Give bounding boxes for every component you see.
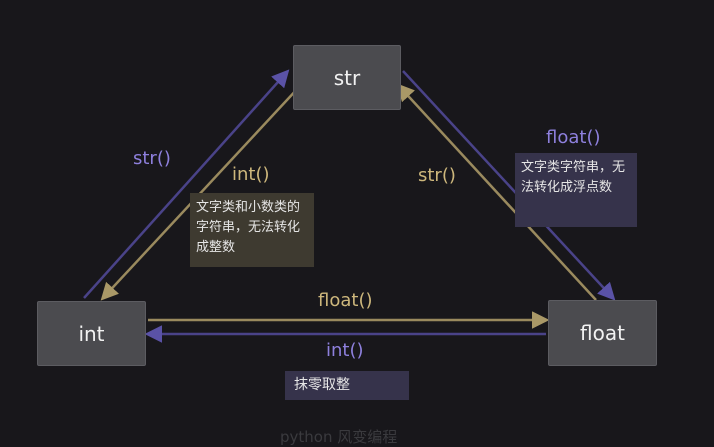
edge-label-str-to-int: int() <box>232 164 270 185</box>
note-str-to-float: 文字类字符串，无法转化成浮点数 <box>515 153 637 227</box>
arrow-int-to-str <box>83 69 290 299</box>
arrow-float-to-str <box>396 83 597 301</box>
edge-label-str-to-float: float() <box>546 127 601 148</box>
node-float: float <box>548 300 657 366</box>
node-int-label: int <box>78 321 105 346</box>
note-float-to-int: 抹零取整 <box>285 371 409 400</box>
edge-label-float-to-int: int() <box>326 340 364 361</box>
note-str-to-int: 文字类和小数类的字符串，无法转化成整数 <box>190 193 314 267</box>
node-float-label: float <box>580 321 625 345</box>
node-int: int <box>37 301 146 366</box>
watermark: python 风变编程 <box>280 428 398 446</box>
edge-label-int-to-str: str() <box>133 148 171 169</box>
node-str: str <box>293 45 401 110</box>
arrow-str-to-float <box>402 70 616 301</box>
node-str-label: str <box>333 65 361 90</box>
arrow-str-to-int <box>100 85 301 301</box>
edge-label-int-to-float: float() <box>318 290 373 311</box>
edge-label-float-to-str: str() <box>418 165 456 186</box>
